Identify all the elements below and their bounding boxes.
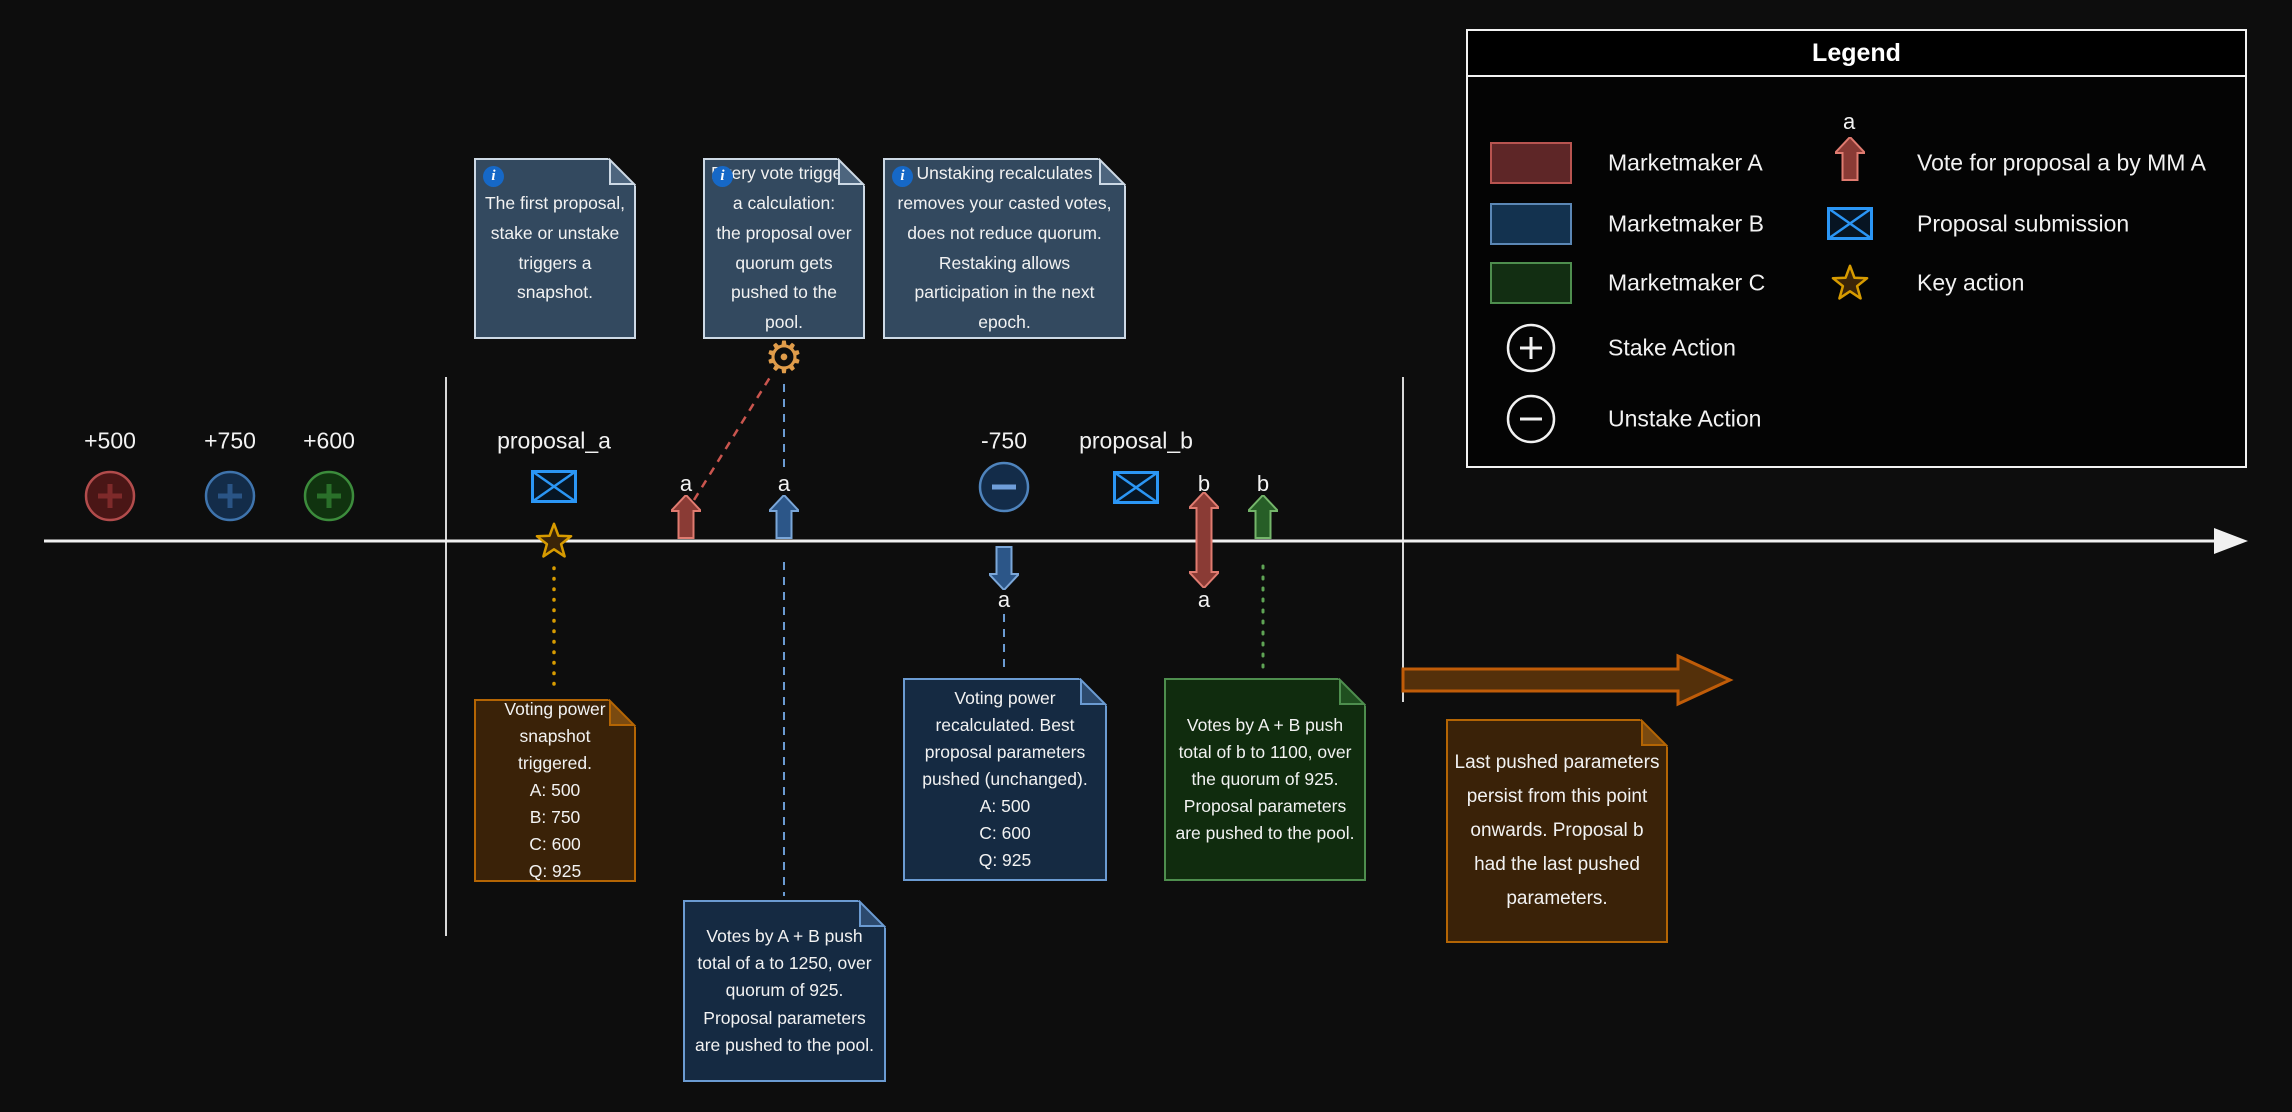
- stake-a-label: +500: [84, 427, 136, 454]
- legend-label-marketmaker-c: Marketmaker C: [1608, 269, 1766, 296]
- legend-swatch-marketmaker-c: [1490, 262, 1572, 304]
- legend-label-unstake-action: Unstake Action: [1608, 405, 1762, 432]
- legend-unstake-action-icon: [1506, 394, 1556, 444]
- vote-b-by-mm-c-arrow: [1248, 495, 1278, 539]
- legend-label-key-action: Key action: [1917, 269, 2025, 296]
- proposal-a-label: proposal_a: [497, 427, 611, 454]
- info-icon: i: [483, 166, 504, 187]
- vote-b-by-mm-a-double-arrow: [1189, 492, 1219, 588]
- note-voting-power-recalculated: Voting power recalculated. Best proposal…: [903, 678, 1107, 881]
- note-text: Voting power recalculated. Best proposal…: [922, 687, 1088, 871]
- note-voting-power-snapshot: Voting power snapshot triggered. A: 500 …: [474, 699, 636, 882]
- note-fold-corner: [608, 158, 636, 186]
- unstake-action-mm-b-icon: [978, 461, 1030, 513]
- note-push-proposal-a: Votes by A + B push total of a to 1250, …: [683, 900, 886, 1082]
- calculation-gear-icon: ⚙: [764, 333, 804, 383]
- note-fold-corner: [858, 900, 886, 928]
- info-note-snapshot: i The first proposal, stake or unstake t…: [474, 158, 636, 339]
- proposal-b-submission-icon: [1113, 471, 1159, 504]
- persist-arrow: [1401, 653, 1734, 707]
- legend-panel: Legend Marketmaker A Marketmaker B Marke…: [1466, 29, 2247, 468]
- legend-swatch-marketmaker-b: [1490, 203, 1572, 245]
- info-icon: i: [712, 166, 733, 187]
- legend-label-stake-action: Stake Action: [1608, 334, 1736, 361]
- vote-b-by-mm-c-label: b: [1256, 471, 1270, 496]
- note-fold-corner: [1098, 158, 1126, 186]
- vote-a-removed-arrow: [989, 546, 1019, 590]
- info-note-text: Unstaking recalculates removes your cast…: [897, 163, 1112, 332]
- vote-a-by-mm-b-label: a: [777, 471, 791, 496]
- vote-a-by-mm-b-arrow: [769, 495, 799, 539]
- vote-b-down-a-label: a: [1197, 587, 1211, 612]
- vote-a-by-mm-a-arrow: [671, 495, 701, 539]
- legend-label-vote: Vote for proposal a by MM A: [1917, 149, 2206, 176]
- connector-gear-vote: [692, 373, 774, 501]
- note-push-proposal-b: Votes by A + B push total of b to 1100, …: [1164, 678, 1366, 881]
- legend-proposal-submission-icon: [1827, 207, 1873, 240]
- info-note-vote-calculation: i Every vote triggers a calculation: the…: [703, 158, 865, 339]
- note-text: Votes by A + B push total of a to 1250, …: [694, 926, 875, 1055]
- note-fold-corner: [837, 158, 865, 186]
- legend-label-proposal-submission: Proposal submission: [1917, 210, 2130, 237]
- proposal-b-label: proposal_b: [1079, 427, 1193, 454]
- vote-b-by-mm-a-label: b: [1197, 471, 1211, 496]
- key-action-star-icon: [535, 522, 573, 558]
- info-icon: i: [892, 166, 913, 187]
- stake-b-label: +750: [204, 427, 256, 454]
- note-parameters-persist: Last pushed parameters persist from this…: [1446, 719, 1668, 943]
- legend-key-action-icon: [1831, 264, 1869, 300]
- note-text: Last pushed parameters persist from this…: [1454, 751, 1660, 910]
- unstake-b-label: -750: [980, 427, 1028, 454]
- info-note-text: The first proposal, stake or unstake tri…: [484, 193, 626, 303]
- legend-vote-arrow-icon: [1835, 137, 1865, 181]
- legend-label-marketmaker-a: Marketmaker A: [1608, 149, 1763, 176]
- legend-label-marketmaker-b: Marketmaker B: [1608, 210, 1764, 237]
- proposal-a-submission-icon: [531, 470, 577, 503]
- legend-swatch-marketmaker-a: [1490, 142, 1572, 184]
- stake-action-mm-b-icon: [204, 470, 256, 522]
- stake-c-label: +600: [303, 427, 355, 454]
- info-note-unstaking: i Unstaking recalculates removes your ca…: [883, 158, 1126, 339]
- stake-action-mm-c-icon: [303, 470, 355, 522]
- legend-title: Legend: [1468, 31, 2245, 77]
- stake-action-mm-a-icon: [84, 470, 136, 522]
- note-fold-corner: [1640, 719, 1668, 747]
- vote-a-removed-label: a: [997, 587, 1011, 612]
- vote-a-by-mm-a-label: a: [679, 471, 693, 496]
- note-fold-corner: [1338, 678, 1366, 706]
- note-fold-corner: [608, 699, 636, 727]
- timeline-arrowhead: [2214, 528, 2248, 554]
- note-fold-corner: [1079, 678, 1107, 706]
- legend-stake-action-icon: [1506, 323, 1556, 373]
- note-text: Voting power snapshot triggered. A: 500 …: [504, 698, 606, 882]
- note-text: Votes by A + B push total of b to 1100, …: [1175, 714, 1355, 844]
- legend-vote-letter: a: [1843, 109, 1856, 134]
